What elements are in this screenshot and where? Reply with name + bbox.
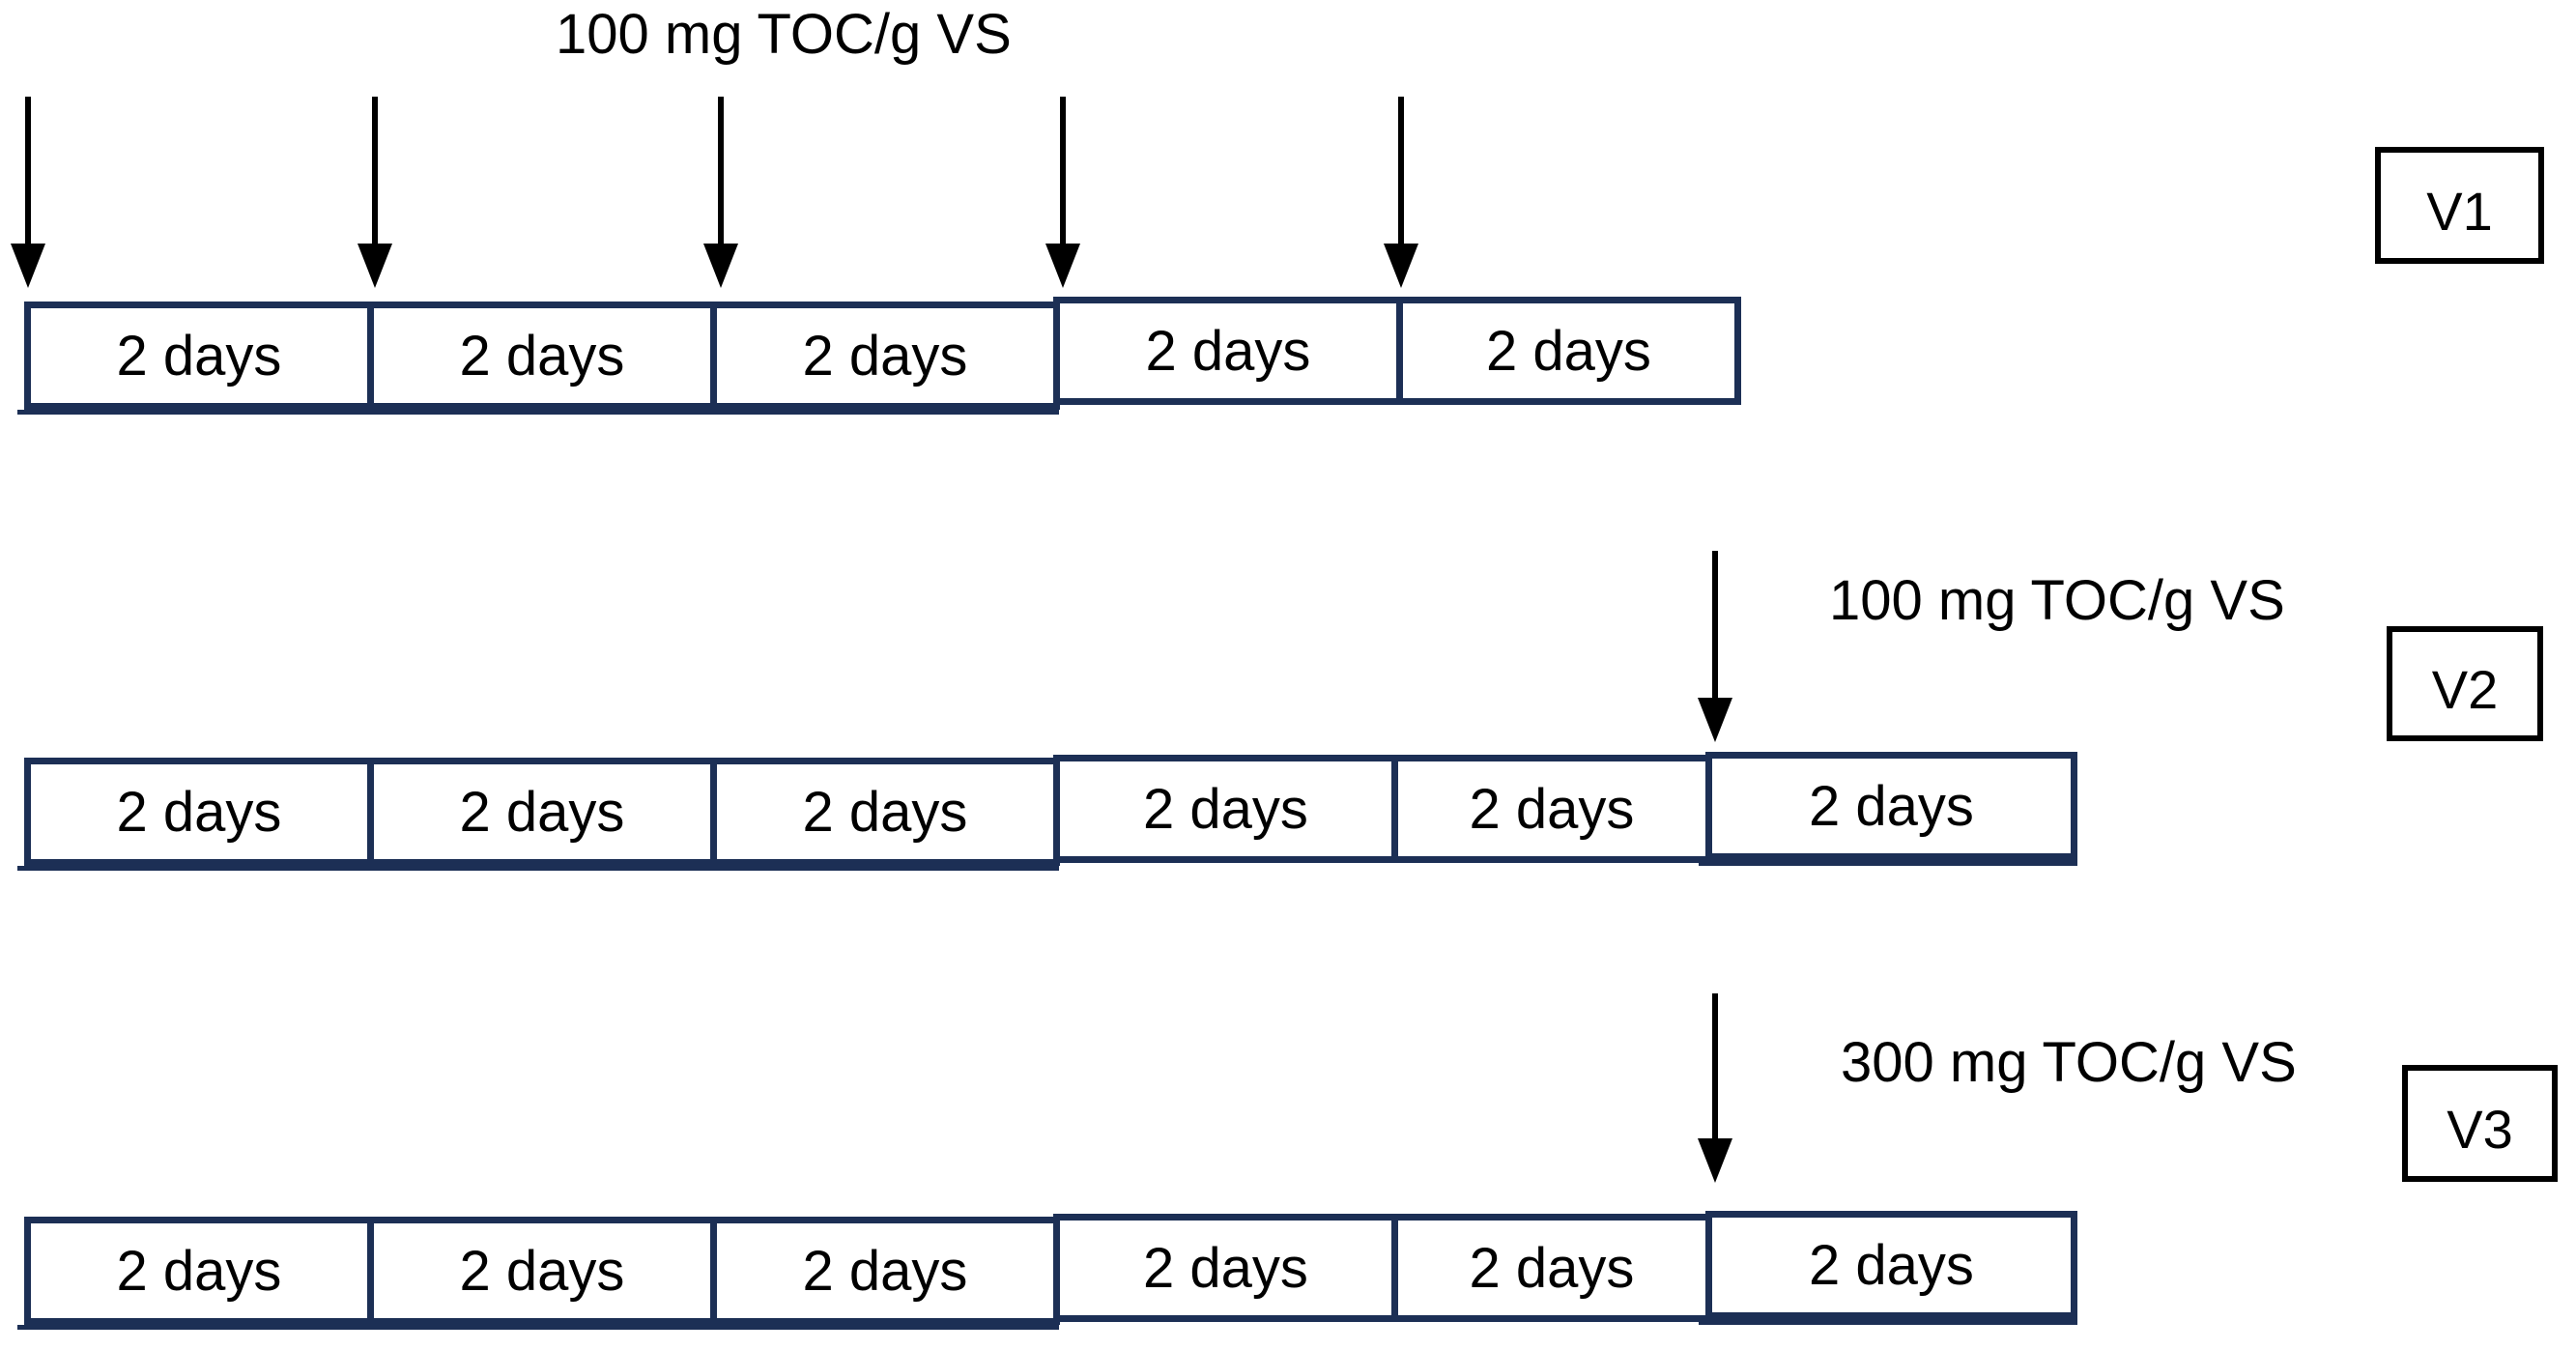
down-arrow-icon	[1045, 97, 1080, 288]
group-outline-line	[1699, 860, 2077, 866]
duration-cell: 2 days	[24, 1217, 374, 1325]
duration-cell: 2 days	[24, 302, 374, 410]
variant-label-box: V3	[2402, 1065, 2558, 1182]
arrow-head	[1698, 1138, 1732, 1183]
arrow-head	[703, 244, 738, 288]
dose-label: 100 mg TOC/g VS	[1829, 569, 2285, 632]
arrow-head	[1384, 244, 1418, 288]
dose-label: 300 mg TOC/g VS	[1841, 1031, 2297, 1094]
duration-cell: 2 days	[1053, 297, 1403, 405]
arrow-shaft	[25, 97, 31, 245]
down-arrow-icon	[1698, 551, 1732, 742]
arrow-shaft	[718, 97, 724, 245]
duration-cell: 2 days	[1396, 297, 1741, 405]
duration-cell: 2 days	[367, 1217, 717, 1325]
duration-cell: 2 days	[710, 758, 1060, 866]
arrow-head	[358, 244, 392, 288]
down-arrow-icon	[11, 97, 45, 288]
duration-cell: 2 days	[710, 1217, 1060, 1325]
down-arrow-icon	[703, 97, 738, 288]
duration-cell: 2 days	[367, 758, 717, 866]
arrow-shaft	[1060, 97, 1066, 245]
group-outline-line	[17, 1325, 1059, 1330]
duration-cell: 2 days	[1705, 752, 2077, 860]
group-outline-line	[1699, 1319, 2077, 1325]
down-arrow-icon	[1384, 97, 1418, 288]
duration-cell: 2 days	[1053, 755, 1398, 863]
group-outline-line	[17, 866, 1059, 871]
duration-cell: 2 days	[710, 302, 1060, 410]
duration-cell: 2 days	[1705, 1211, 2077, 1319]
variant-label-box: V1	[2375, 147, 2544, 264]
arrow-head	[1698, 698, 1732, 742]
dose-label: 100 mg TOC/g VS	[556, 3, 1012, 66]
arrow-head	[1045, 244, 1080, 288]
variant-label-box: V2	[2387, 626, 2543, 741]
arrow-shaft	[372, 97, 378, 245]
group-outline-line	[17, 410, 1059, 415]
duration-cell: 2 days	[1391, 1214, 1712, 1322]
down-arrow-icon	[358, 97, 392, 288]
duration-cell: 2 days	[24, 758, 374, 866]
arrow-shaft	[1712, 993, 1718, 1140]
down-arrow-icon	[1698, 993, 1732, 1183]
duration-cell: 2 days	[367, 302, 717, 410]
arrow-shaft	[1712, 551, 1718, 700]
duration-cell: 2 days	[1053, 1214, 1398, 1322]
arrow-shaft	[1398, 97, 1404, 245]
arrow-head	[11, 244, 45, 288]
duration-cell: 2 days	[1391, 755, 1712, 863]
